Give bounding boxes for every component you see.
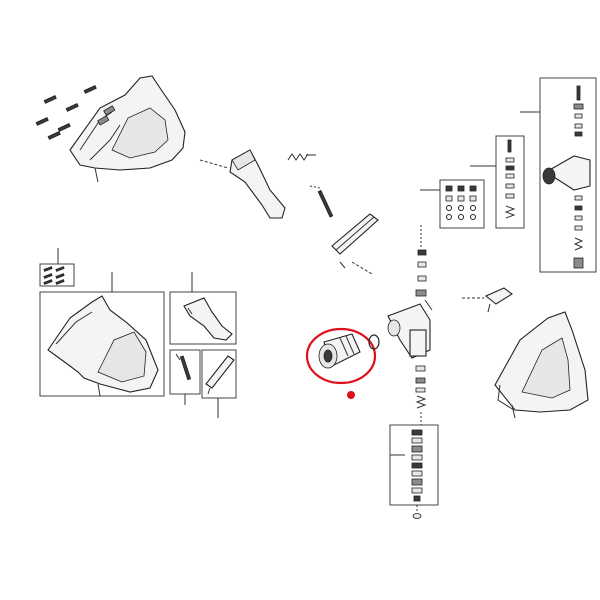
kit-screws bbox=[39, 248, 75, 287]
kit-trigger bbox=[169, 272, 237, 345]
small-clip bbox=[462, 287, 513, 313]
kit-assembled-handle bbox=[39, 272, 165, 397]
seal-stack bbox=[415, 225, 427, 425]
handle-housing-left bbox=[69, 75, 186, 183]
screws bbox=[35, 85, 97, 140]
kit-pins bbox=[169, 349, 201, 405]
trigger-lever bbox=[199, 149, 286, 219]
kit-link bbox=[201, 349, 237, 418]
nut-highlighted bbox=[305, 327, 377, 399]
kit-seals-grid bbox=[420, 179, 485, 229]
valve-body bbox=[387, 299, 433, 359]
kit-inlet-column bbox=[520, 77, 597, 273]
handle-housing-right bbox=[494, 311, 589, 419]
kit-valve-column bbox=[470, 135, 525, 229]
trigger-link bbox=[331, 213, 379, 275]
trigger-pin bbox=[309, 185, 334, 218]
o-ring bbox=[368, 334, 380, 350]
kit-valve-assembly bbox=[389, 424, 439, 519]
spring bbox=[287, 153, 316, 161]
